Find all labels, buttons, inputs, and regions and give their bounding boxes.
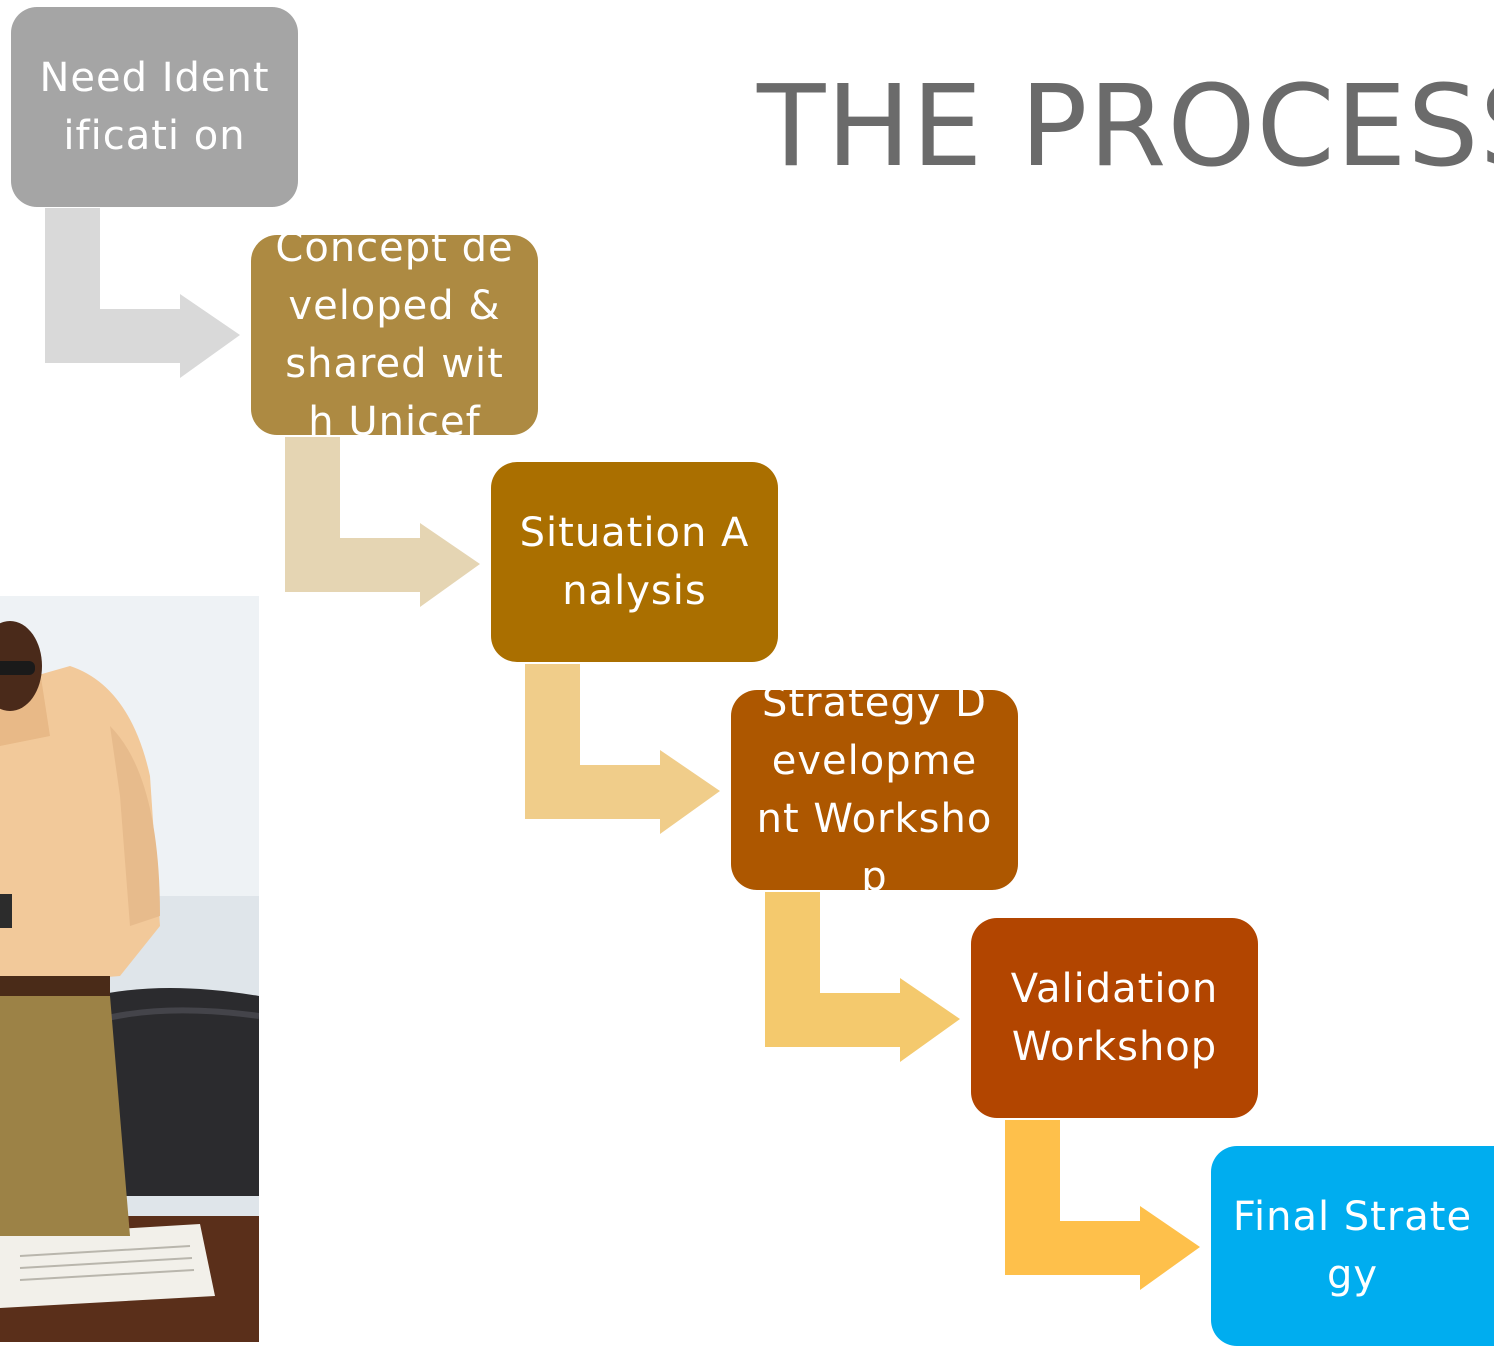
presenter-photo bbox=[0, 596, 259, 1342]
step-need-identification: Need Identificati on bbox=[11, 7, 298, 207]
step-final-strategy: Final Strategy bbox=[1211, 1146, 1494, 1346]
step-concept-developed: Concept developed & shared with Unicef bbox=[251, 235, 538, 435]
page-title: THE PROCESS bbox=[757, 62, 1494, 192]
step-label: Strategy Developme nt Workshop bbox=[756, 690, 993, 890]
step-strategy-development-workshop: Strategy Developme nt Workshop bbox=[731, 690, 1018, 890]
arrow-icon bbox=[45, 208, 240, 378]
step-label: Situation Analysis bbox=[519, 510, 750, 614]
step-validation-workshop: Validation Workshop bbox=[971, 918, 1258, 1118]
arrow-icon bbox=[765, 892, 960, 1062]
step-label: Validation Workshop bbox=[1010, 966, 1219, 1070]
arrow-icon bbox=[525, 664, 720, 834]
arrow-icon bbox=[285, 437, 480, 607]
step-situation-analysis: Situation Analysis bbox=[491, 462, 778, 662]
arrow-icon bbox=[1005, 1120, 1200, 1290]
step-label: Concept developed & shared with Unicef bbox=[275, 235, 514, 435]
step-label: Final Strategy bbox=[1232, 1194, 1473, 1298]
step-label: Need Identificati on bbox=[39, 55, 270, 159]
